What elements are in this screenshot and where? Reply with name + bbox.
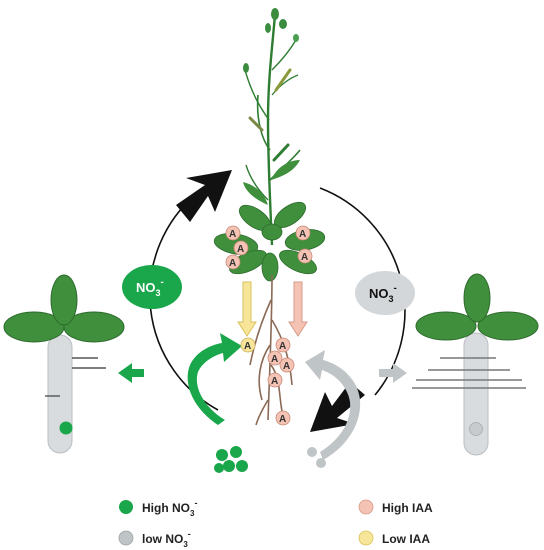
- high-iaa-marker: A: [295, 225, 311, 241]
- auxin-marker-label: A: [279, 341, 286, 352]
- plant-shoot: [243, 8, 301, 246]
- left-output-arrow-icon: [118, 363, 144, 383]
- low-nitrate-oval-label: NO3-: [369, 283, 397, 304]
- high-iaa-marker: A: [225, 254, 241, 270]
- high-iaa-arrow-icon: [288, 281, 308, 337]
- high-iaa-marker: A: [275, 337, 291, 353]
- high-iaa-marker: A: [233, 240, 249, 256]
- high-iaa-marker: A: [279, 357, 295, 373]
- high-iaa-marker: A: [275, 410, 291, 426]
- legend-low-no3: low NO3-: [118, 529, 191, 549]
- high-nitrate-curved-arrow-icon: [187, 333, 242, 425]
- svg-text:low NO3-: low NO3-: [142, 529, 191, 549]
- auxin-marker-label: A: [279, 414, 286, 425]
- low-nitrate-dots: [307, 447, 326, 468]
- legend: High NO3- low NO3- High IAA Low IAA: [118, 498, 433, 549]
- auxin-marker-label: A: [229, 258, 236, 269]
- high-iaa-marker: A: [297, 248, 313, 264]
- high-nitrate-dots: [214, 446, 248, 473]
- legend-high-iaa: High IAA: [358, 499, 433, 515]
- right-output-arrow-icon: [379, 363, 407, 383]
- legend-low-iaa: Low IAA: [358, 530, 430, 546]
- left-seedling: [3, 274, 125, 454]
- low-nitrate-oval: [355, 271, 415, 315]
- ring-arrow-top-left-icon: [176, 170, 232, 222]
- high-iaa-marker: A: [267, 372, 283, 388]
- auxin-marker-label: A: [244, 341, 251, 352]
- auxin-marker-label: A: [283, 361, 290, 372]
- auxin-marker-label: A: [229, 229, 236, 240]
- svg-text:High NO3-: High NO3-: [142, 498, 197, 518]
- legend-high-no3: High NO3-: [119, 498, 197, 518]
- svg-text:High IAA: High IAA: [382, 501, 433, 515]
- high-nitrate-oval: [122, 265, 182, 309]
- high-iaa-marker: A: [267, 350, 283, 366]
- auxin-marker-label: A: [271, 376, 278, 387]
- auxin-marker-label: A: [301, 252, 308, 263]
- svg-text:Low IAA: Low IAA: [382, 532, 430, 546]
- high-iaa-marker: A: [225, 225, 241, 241]
- low-iaa-marker: A: [240, 337, 256, 353]
- low-nitrate-curved-arrow-icon: [305, 350, 361, 460]
- low-iaa-arrow-icon: [237, 281, 257, 337]
- auxin-markers: A A A A A A A A A A A: [225, 225, 313, 426]
- right-seedling: [412, 273, 539, 456]
- auxin-marker-label: A: [299, 229, 306, 240]
- auxin-marker-label: A: [237, 244, 244, 255]
- auxin-marker-label: A: [271, 354, 278, 365]
- high-nitrate-oval-label: NO3-: [136, 277, 164, 298]
